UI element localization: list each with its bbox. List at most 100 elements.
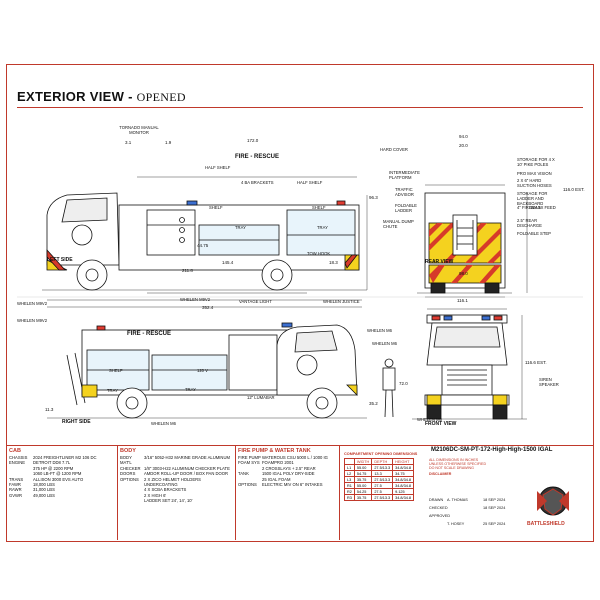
dim-18-3: 18.3 bbox=[329, 260, 338, 265]
table-cell: R3 bbox=[344, 494, 355, 501]
spec-value: 375 HP @ 2200 RPM bbox=[33, 465, 74, 471]
page-title: EXTERIOR VIEW - OPENED bbox=[17, 89, 186, 105]
drawn-date: 18 SEP 2024 bbox=[483, 498, 506, 502]
dim-98: 98.0 bbox=[459, 271, 468, 276]
view-title-rear: REAR VIEW bbox=[425, 259, 454, 265]
dim-72: 72.0 bbox=[399, 381, 408, 386]
label-suction: 2 X 6" HARD SUCTION HOSES bbox=[517, 178, 552, 188]
right-body-text: FIRE - RESCUE bbox=[127, 331, 172, 337]
spec-key: CHASSIS bbox=[9, 455, 28, 460]
cab-header: CAB bbox=[9, 448, 21, 454]
view-title-right: RIGHT SIDE bbox=[62, 419, 91, 425]
label-right-tray: TRAY bbox=[107, 388, 118, 393]
label-hard-cover: HARD COVER bbox=[380, 147, 408, 152]
label-whelen-m9v2: WHELEN M9V2 bbox=[17, 301, 48, 306]
label-ladder-storage: STORAGE FOR LADDER AND BACKBOARD bbox=[517, 191, 548, 206]
dim-352-4: 352.4 bbox=[202, 305, 214, 310]
compartment-header: COMPARTMENT OPENING DIMENSIONS bbox=[344, 452, 418, 456]
spec-row: 25 IGAL FOAM bbox=[236, 477, 340, 482]
drawn-label: DRAWN bbox=[429, 498, 444, 502]
right-side-truck bbox=[47, 322, 367, 419]
label-shelf-2: SHELF bbox=[312, 205, 326, 210]
spec-key: OPTIONS bbox=[238, 482, 257, 488]
label-right-tray-2: TRAY bbox=[185, 387, 196, 392]
pump-header: FIRE PUMP & WATER TANK bbox=[238, 448, 311, 454]
checked-label: CHECKED bbox=[429, 506, 448, 510]
disclaimer: DISCLAIMER bbox=[429, 472, 452, 476]
spec-value: 1500 IGAL POLY DRY-SIDE bbox=[262, 471, 315, 477]
approved-by: T. HOSEY bbox=[447, 522, 465, 526]
label-max-vision: PRO MAX VISION bbox=[517, 171, 552, 176]
spec-value: ALLISON 3000 EVS AUTO bbox=[33, 476, 84, 482]
dim-116-6-est: 116.6 EST. bbox=[525, 360, 547, 365]
spec-value: LADDER SET 24', 14', 10' bbox=[144, 498, 193, 504]
spec-value: AMDOR ROLL-UP DOOR / BOX PAN DOOR bbox=[144, 471, 229, 477]
spec-value: 4 X SCBA BRACKETS bbox=[144, 487, 187, 493]
approved-label: APPROVED bbox=[429, 514, 451, 518]
spec-row: 2 X HIGH 6' bbox=[118, 493, 236, 498]
dim-44-75: 44.75 bbox=[197, 243, 209, 248]
spec-key: DOORS bbox=[120, 471, 136, 477]
spec-key: BODY MAT'L bbox=[120, 455, 132, 466]
spec-value: 31,000 LBS bbox=[33, 487, 55, 493]
page-subtitle: OPENED bbox=[136, 90, 186, 104]
spec-value: FOAMPRO 2001 bbox=[262, 460, 294, 466]
spec-value: 1/8" 3003-H22 ALUMINUM CHECKER PLATE bbox=[144, 465, 230, 471]
battleshield-logo bbox=[537, 486, 569, 516]
approved-date: 25 SEP 2024 bbox=[483, 522, 506, 526]
spec-value: 2 CROSSLAYS + 2.5" REAR bbox=[262, 465, 316, 471]
label-whelen-m9v2-b: WHELEN M9V2 bbox=[17, 318, 48, 323]
body-header: BODY bbox=[120, 448, 136, 454]
spec-row: 375 HP @ 2200 RPM bbox=[7, 466, 117, 471]
dim-114-5: 114.5 bbox=[530, 205, 541, 210]
label-discharge: 2.5" REAR DISCHARGE bbox=[517, 218, 542, 228]
dim-116-1: 116.1 bbox=[457, 298, 468, 303]
label-tow-hook: TOW HOOK bbox=[307, 251, 331, 256]
spec-row: LADDER SET 24', 14', 10' bbox=[118, 498, 236, 503]
spec-key: TANK bbox=[238, 471, 249, 477]
spec-row: FAWR 18,000 LBS bbox=[7, 482, 117, 487]
dim-172: 172.0 bbox=[247, 138, 259, 143]
note-3: DO NOT SCALE DRAWING bbox=[429, 466, 474, 470]
drawings-svg bbox=[17, 176, 583, 420]
spec-value: 49,000 LBS bbox=[33, 492, 55, 498]
spec-value: 1060 LB-FT @ 1200 RPM bbox=[33, 471, 82, 477]
dim-1-9: 1.9 bbox=[165, 140, 172, 145]
spec-key bbox=[118, 498, 144, 503]
label-manual-dump: MANUAL DUMP CHUTE bbox=[383, 219, 414, 229]
spec-key: TRANS bbox=[9, 476, 24, 482]
spec-key: FOAM SYS bbox=[238, 460, 260, 466]
title-underline bbox=[17, 107, 583, 108]
view-title-left: LEFT SIDE bbox=[47, 257, 73, 263]
spec-value: ELECTRIC MIV ON 6" INTAKES bbox=[262, 482, 323, 488]
spec-value: WATEROUS CSU 5000 L / 1000 IG bbox=[262, 455, 328, 460]
label-whelen-m6-b: WHELEN M6 bbox=[372, 341, 397, 346]
spec-value: DETROIT DD8 7.7L bbox=[33, 460, 71, 466]
dim-3-1: 3.1 bbox=[125, 140, 132, 145]
spec-row: 1060 LB-FT @ 1200 RPM bbox=[7, 471, 117, 476]
spec-value: 18,000 LBS bbox=[33, 482, 55, 488]
spec-key: ENGINE bbox=[9, 460, 26, 466]
note-1: ALL DIMENSIONS IN INCHES bbox=[429, 458, 479, 462]
label-intermediate: INTERMEDIATE PLATFORM bbox=[389, 170, 420, 180]
label-plug: 120 V bbox=[197, 368, 208, 373]
label-firemaxx: 4" FIREMAXX FEED bbox=[517, 205, 556, 210]
spec-key: RAWR bbox=[9, 487, 22, 493]
dim-211-8: 211.8 bbox=[182, 268, 193, 273]
dim-20: 20.0 bbox=[459, 143, 468, 148]
dim-11-3: 11.3 bbox=[45, 407, 54, 412]
label-ba-brackets: 4 BA BRACKETS bbox=[241, 180, 274, 185]
spec-key: FAWR bbox=[9, 482, 21, 488]
